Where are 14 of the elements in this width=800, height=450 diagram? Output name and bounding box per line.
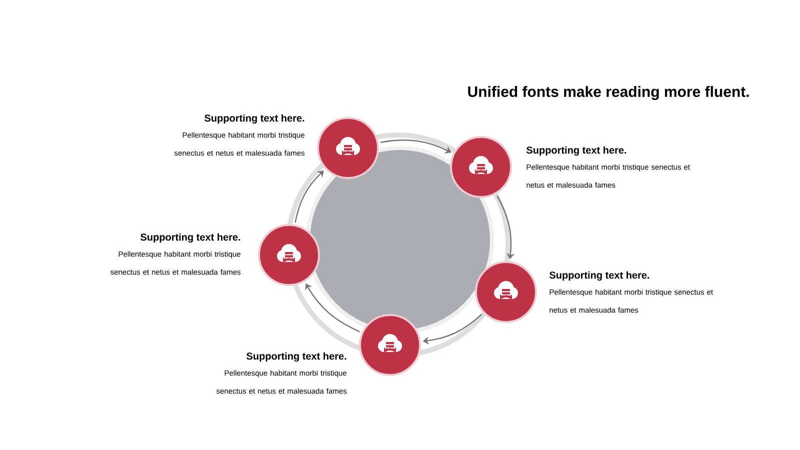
heading: Supporting text here. xyxy=(246,352,346,362)
heading: Supporting text here. xyxy=(526,146,626,156)
title: Unified fonts make reading more fluent. xyxy=(468,86,749,100)
icon-circle xyxy=(359,314,421,376)
icon-circle xyxy=(450,136,512,198)
heading: Supporting text here. xyxy=(204,114,304,124)
icon-circle xyxy=(258,224,320,286)
heading: Supporting text here. xyxy=(550,271,650,281)
arrow xyxy=(294,170,324,223)
arrow xyxy=(305,284,360,332)
icon-circle xyxy=(475,261,537,323)
heading: Supporting text here. xyxy=(140,233,240,243)
arrow xyxy=(380,140,452,154)
icon-circle xyxy=(317,117,379,179)
